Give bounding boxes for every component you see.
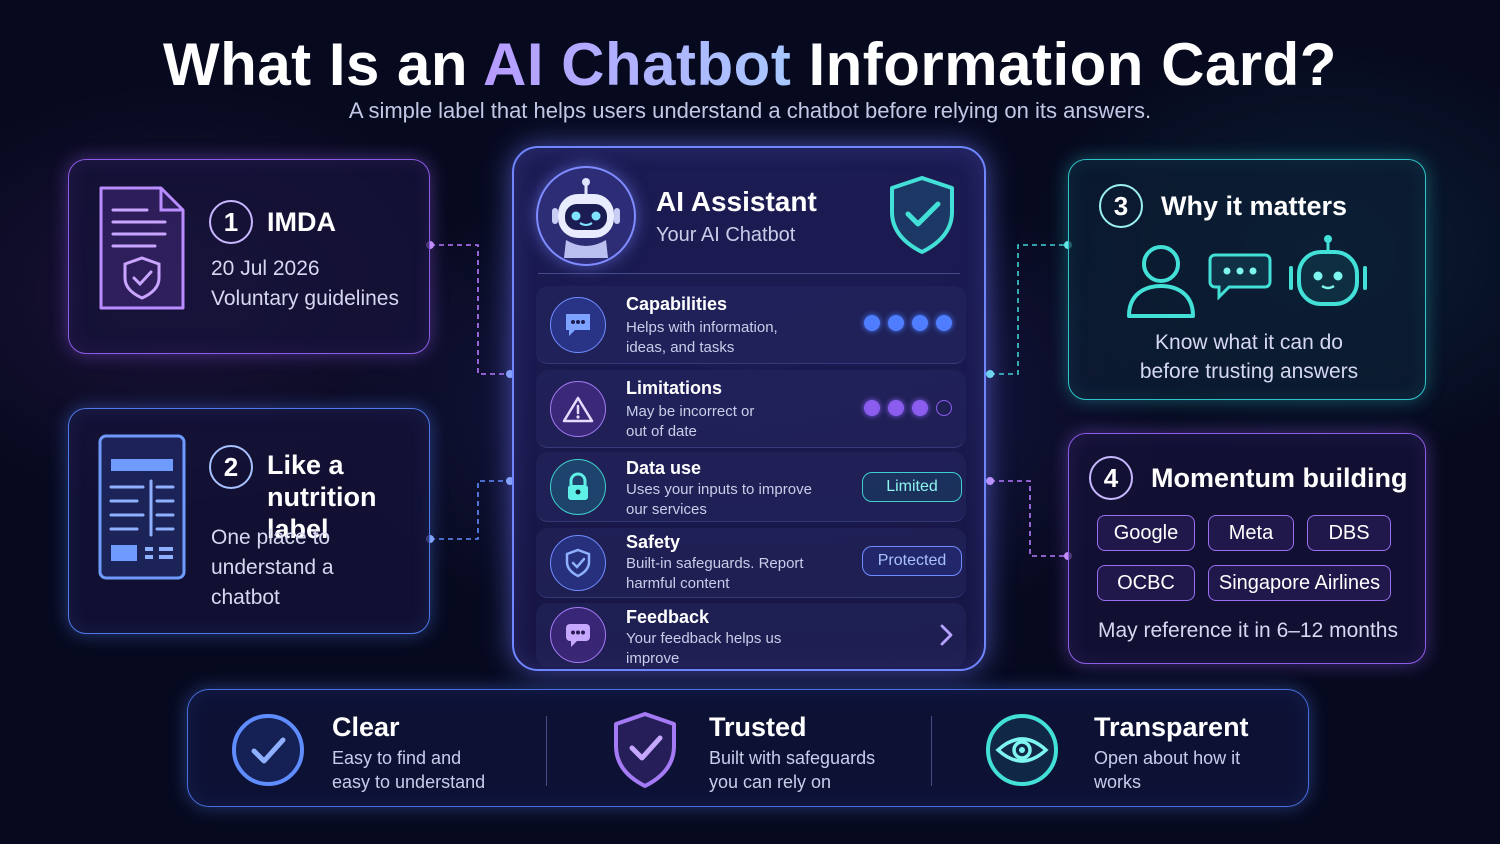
limitations-rating: [864, 400, 952, 416]
data-use-title: Data use: [626, 458, 702, 478]
document-shield-icon: [99, 186, 185, 310]
why-text: Know what it can do before trusting answ…: [1139, 331, 1359, 383]
ai-assistant-card: AI Assistant Your AI Chatbot Capabilitie…: [512, 146, 986, 671]
step-number-4: 4: [1089, 456, 1133, 500]
title-suffix: Information Card?: [791, 31, 1337, 98]
imda-card: 1 IMDA 20 Jul 2026 Voluntary guidelines: [68, 159, 430, 354]
robot-outline-icon: [1289, 235, 1367, 306]
trusted-title: Trusted: [709, 712, 807, 742]
principles-bar: Clear Easy to find and easy to understan…: [187, 689, 1309, 807]
transparent-text: Open about how it works: [1094, 748, 1241, 792]
why-it-matters-card: 3 Why it matters Know what it can do bef…: [1068, 159, 1426, 400]
rating-dot-filled: [864, 400, 880, 416]
chat-dots-icon: [1208, 253, 1272, 300]
chevron-right-icon[interactable]: [938, 623, 954, 647]
safety-desc: Built-in safeguards. Report harmful cont…: [626, 555, 804, 592]
step-number-1: 1: [209, 200, 253, 244]
clear-text: Easy to find and easy to understand: [332, 748, 486, 792]
lock-icon: [550, 459, 606, 515]
nutrition-text: One place to understand a chatbot: [211, 526, 334, 609]
clear-title: Clear: [332, 712, 400, 742]
imda-date: 20 Jul 2026: [211, 257, 320, 280]
divider: [931, 716, 932, 786]
momentum-card: 4 Momentum building Google Meta DBS OCBC…: [1068, 433, 1426, 664]
check-circle-icon: [232, 714, 304, 786]
feedback-title: Feedback: [626, 607, 710, 627]
rating-dot-filled: [864, 315, 880, 331]
warning-icon: [550, 381, 606, 437]
limitations-title: Limitations: [626, 378, 723, 398]
data-use-row[interactable]: Data use Uses your inputs to improve our…: [536, 452, 966, 522]
assistant-name: AI Assistant: [656, 186, 817, 217]
title-accent: AI Chatbot: [483, 31, 792, 98]
transparent-title: Transparent: [1094, 712, 1249, 742]
page-title: What Is an AI Chatbot Information Card?: [0, 30, 1500, 99]
rating-dot-filled: [912, 315, 928, 331]
safety-badge: Protected: [862, 546, 962, 576]
rating-dot-filled: [936, 315, 952, 331]
safety-row[interactable]: Safety Built-in safeguards. Report harmf…: [536, 528, 966, 598]
imda-text: Voluntary guidelines: [211, 287, 399, 310]
title-prefix: What Is an: [163, 31, 484, 98]
rating-dot-empty: [936, 400, 952, 416]
safety-title: Safety: [626, 532, 681, 552]
feedback-desc: Your feedback helps us improve: [626, 630, 782, 667]
robot-icon: [552, 178, 620, 258]
chip-meta: Meta: [1208, 515, 1294, 551]
momentum-title: Momentum building: [1151, 463, 1408, 493]
capabilities-row[interactable]: Capabilities Helps with information, ide…: [536, 286, 966, 364]
chip-google: Google: [1097, 515, 1195, 551]
label-document-icon: [98, 434, 186, 580]
trusted-text: Built with safeguards you can rely on: [709, 748, 876, 792]
imda-title: IMDA: [267, 207, 336, 237]
rating-dot-filled: [888, 400, 904, 416]
nutrition-title: Like a nutrition label: [267, 450, 377, 544]
safety-shield-icon: [550, 535, 606, 591]
header-divider: [538, 273, 960, 274]
limitations-desc: May be incorrect or out of date: [626, 403, 755, 440]
rating-dot-filled: [888, 315, 904, 331]
chat-bubble-icon: [550, 297, 606, 353]
capabilities-title: Capabilities: [626, 294, 728, 314]
why-title: Why it matters: [1161, 191, 1348, 221]
step-number-2: 2: [209, 445, 253, 489]
capabilities-desc: Helps with information, ideas, and tasks: [626, 319, 778, 356]
feedback-row[interactable]: Feedback Your feedback helps us improve: [536, 603, 966, 667]
limitations-row[interactable]: Limitations May be incorrect or out of d…: [536, 370, 966, 448]
data-use-desc: Uses your inputs to improve our services: [626, 481, 812, 518]
page-subtitle: A simple label that helps users understa…: [348, 98, 1152, 123]
momentum-note: May reference it in 6–12 months: [1098, 619, 1398, 642]
robot-avatar: [536, 166, 636, 266]
eye-icon: [986, 714, 1058, 786]
chip-ocbc: OCBC: [1097, 565, 1195, 601]
step-number-3: 3: [1099, 184, 1143, 228]
shield-check-icon: [614, 712, 676, 788]
data-use-badge: Limited: [862, 472, 962, 502]
feedback-icon: [550, 607, 606, 663]
chip-singapore-airlines: Singapore Airlines: [1208, 565, 1391, 601]
divider: [546, 716, 547, 786]
chip-dbs: DBS: [1307, 515, 1391, 551]
shield-check-icon: [890, 176, 954, 254]
user-icon: [1127, 245, 1195, 318]
nutrition-label-card: 2 Like a nutrition label One place to un…: [68, 408, 430, 634]
rating-dot-filled: [912, 400, 928, 416]
capabilities-rating: [864, 315, 952, 331]
assistant-subtitle: Your AI Chatbot: [656, 224, 796, 246]
